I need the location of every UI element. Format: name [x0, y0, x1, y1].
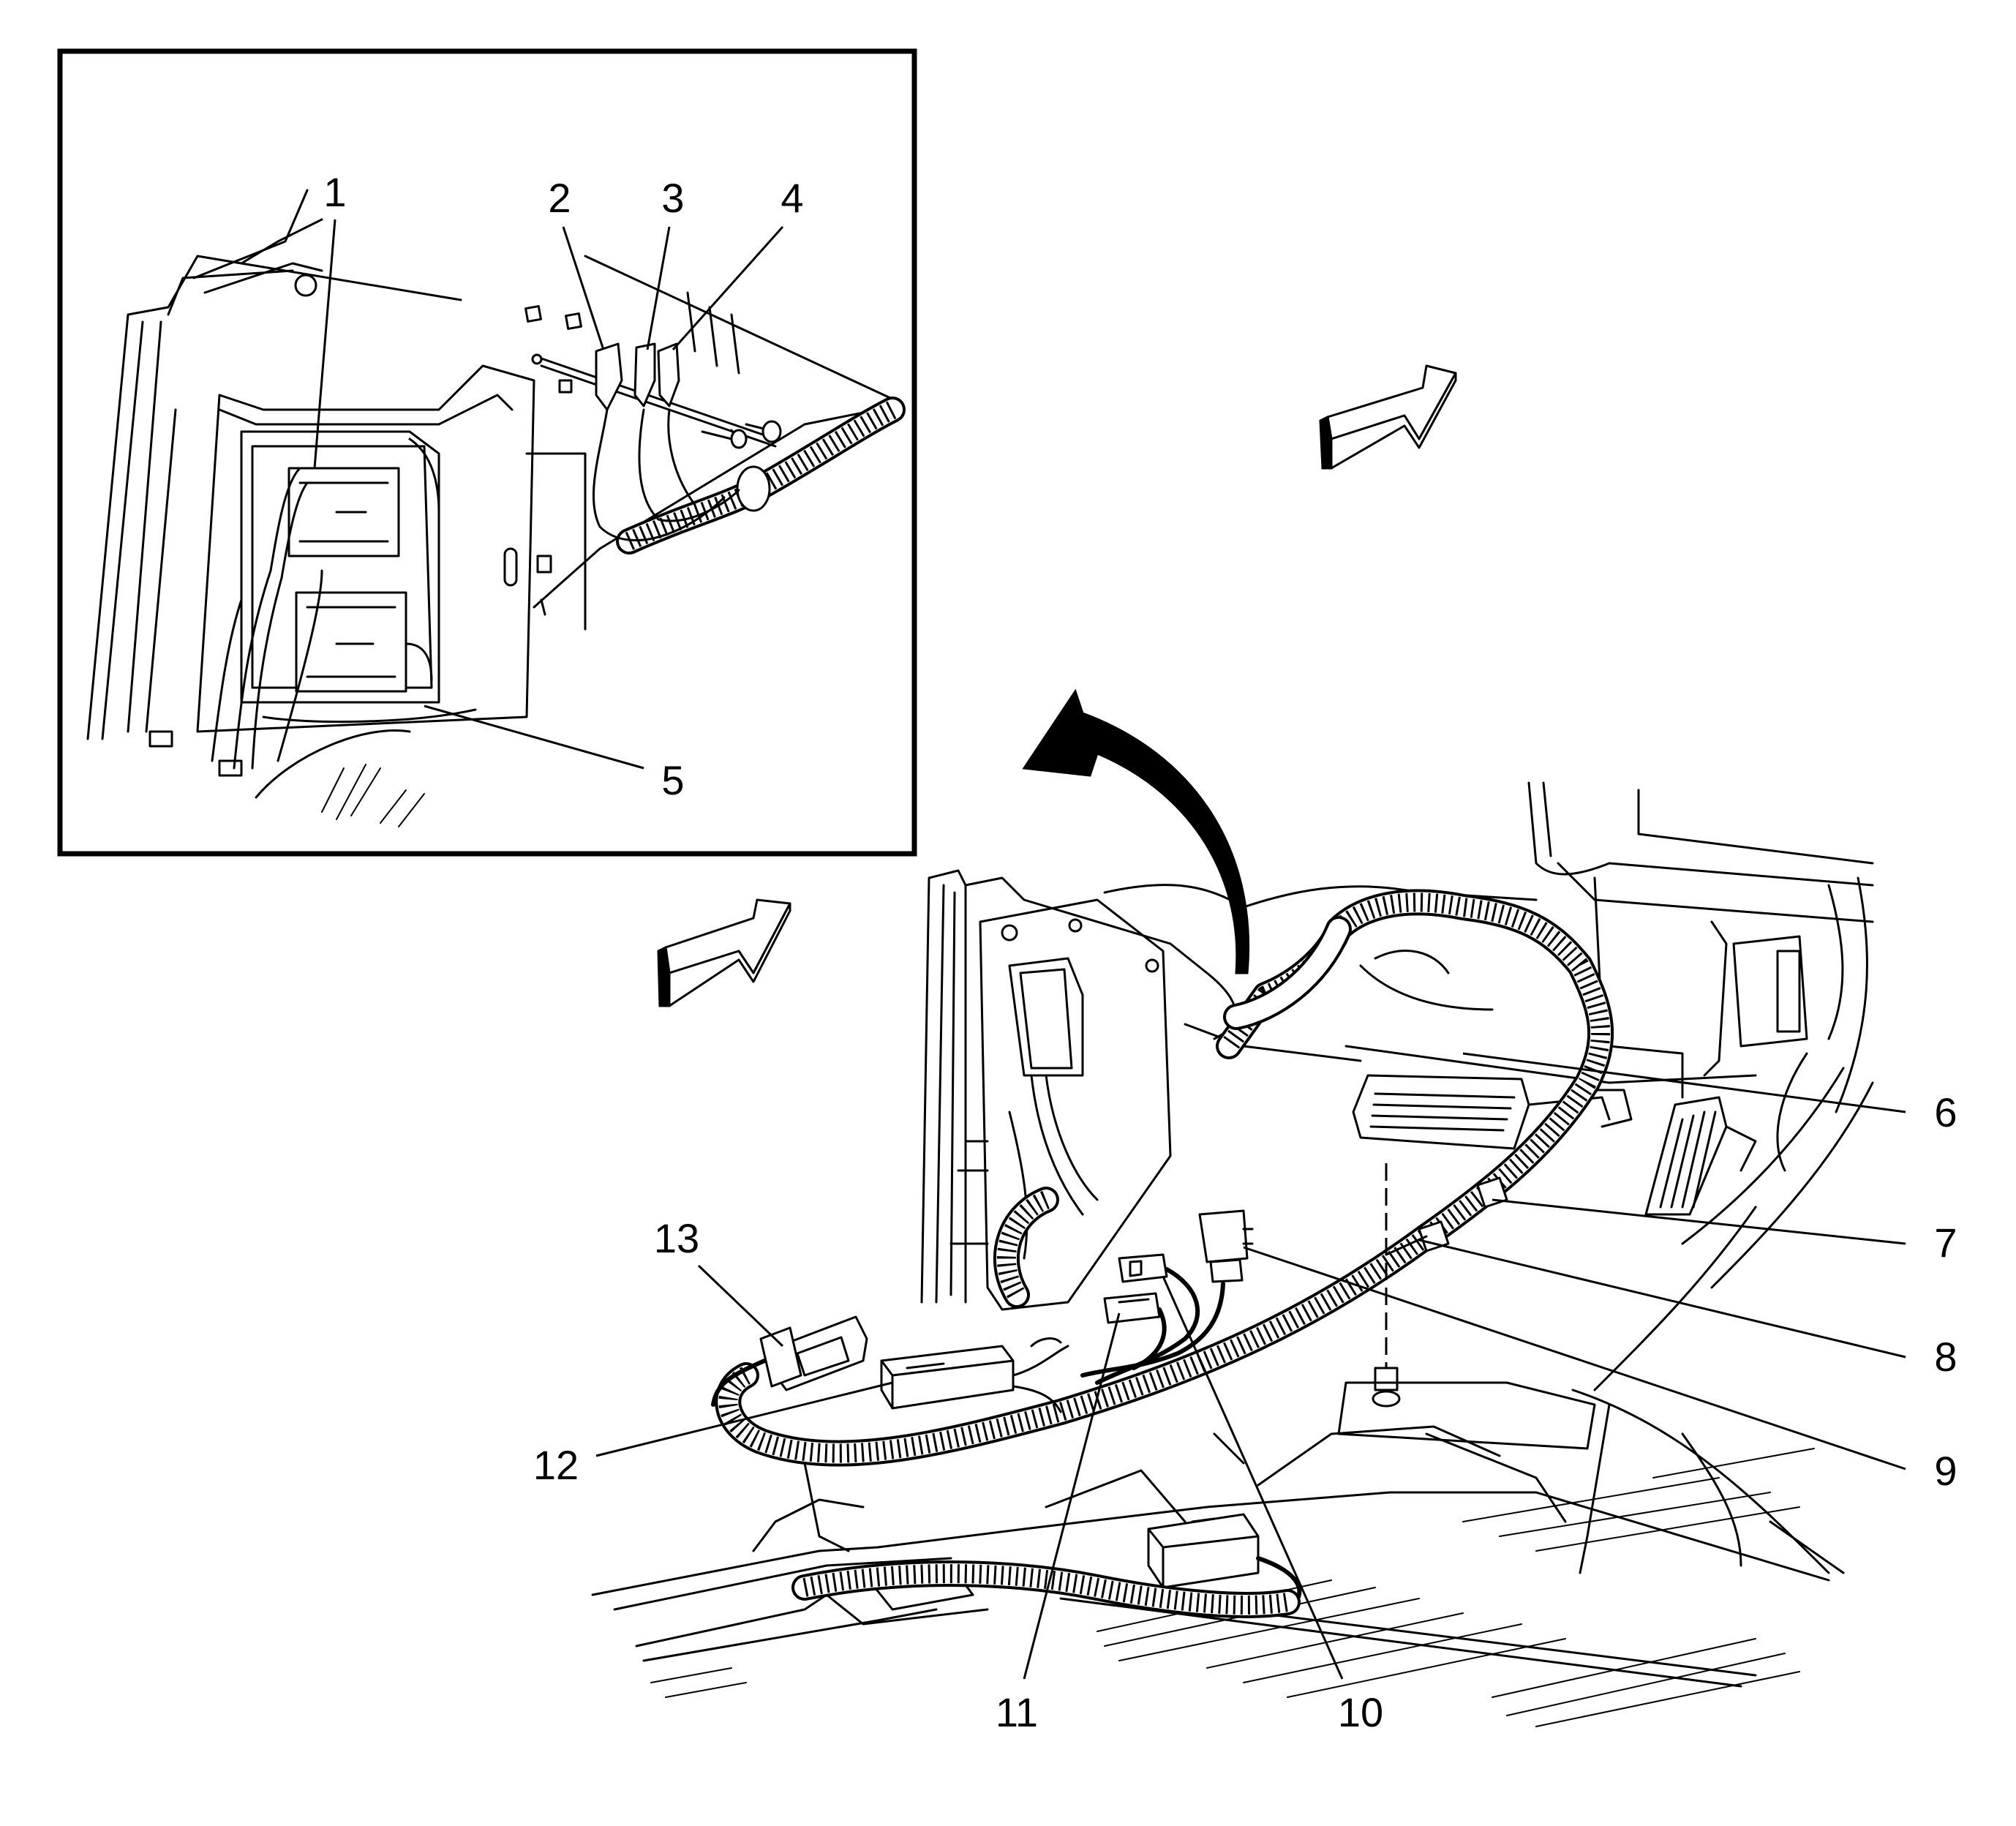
forward-arrow-upper — [1319, 364, 1457, 470]
detail-reference-arrow — [1022, 688, 1250, 974]
inset-leaders — [313, 219, 784, 770]
callout-1: 1 — [323, 169, 346, 215]
kick-panel — [920, 869, 1172, 1311]
module-12 — [880, 1337, 1069, 1413]
harness-retainers — [1385, 1176, 1508, 1256]
inset-floor-lines — [255, 729, 425, 827]
inset-pillar — [86, 189, 462, 748]
fastener-bolt — [1337, 1163, 1596, 1450]
detail-inset: 1 2 3 4 5 — [57, 48, 917, 857]
main-harness — [715, 889, 1614, 1467]
right-structure — [1527, 781, 1874, 1391]
brake-pedal — [1352, 1074, 1633, 1150]
callout-9: 9 — [1934, 1448, 1957, 1494]
connector-9 — [1080, 1209, 1254, 1378]
floor-module — [791, 1513, 1302, 1618]
inset-ground-area — [524, 255, 906, 631]
callout-8: 8 — [1934, 1334, 1957, 1380]
forward-arrow-left — [657, 898, 791, 1007]
connectors-10-11 — [1095, 1253, 1200, 1385]
callout-10: 10 — [1338, 1689, 1383, 1735]
connector-13 — [711, 1315, 868, 1407]
inset-frame — [57, 48, 917, 857]
callout-5: 5 — [661, 757, 684, 803]
callout-12: 12 — [533, 1442, 579, 1488]
callout-6: 6 — [1934, 1089, 1957, 1135]
inset-module-bracket — [196, 364, 552, 733]
inset-wiring — [211, 437, 477, 777]
callout-2: 2 — [548, 175, 571, 221]
main-leaders — [595, 1052, 1906, 1680]
callout-3: 3 — [661, 175, 684, 221]
callout-7: 7 — [1934, 1220, 1957, 1266]
callout-4: 4 — [781, 175, 803, 221]
main-view: 6 7 8 9 10 11 12 13 — [533, 781, 1957, 1735]
accelerator-pedal — [1644, 1096, 1757, 1216]
callout-13: 13 — [654, 1215, 699, 1261]
callout-11: 11 — [996, 1689, 1038, 1735]
